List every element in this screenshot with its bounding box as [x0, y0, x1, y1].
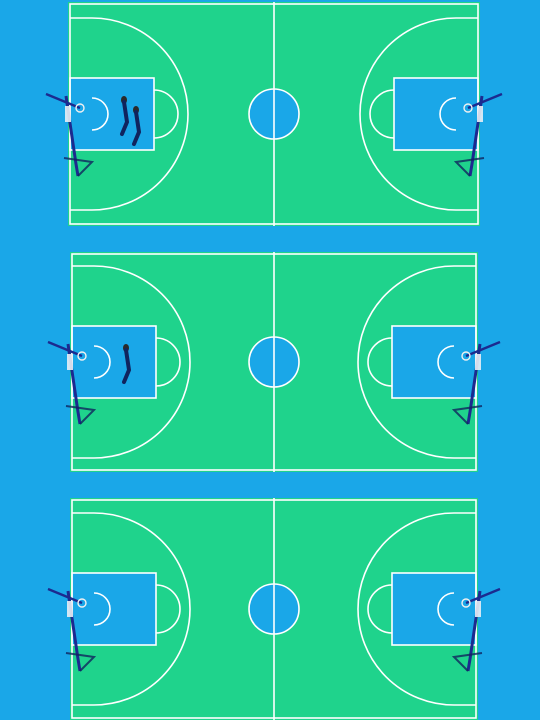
- key-right: [393, 77, 479, 151]
- backboard-left: [67, 601, 73, 617]
- restricted-arc-left: [93, 592, 111, 626]
- hoop-arm-right: [465, 340, 501, 358]
- hoop-arm-left: [47, 340, 83, 358]
- restricted-arc-right: [439, 97, 457, 131]
- three-point-line-left: [72, 512, 191, 706]
- free-throw-arc-right: [367, 584, 393, 634]
- court-top: [45, 2, 503, 226]
- person-shadow: [122, 348, 132, 384]
- free-throw-arc-right: [367, 337, 393, 387]
- restricted-arc-right: [437, 345, 455, 379]
- backboard-left: [67, 354, 73, 370]
- hoop-shadow-left: [65, 652, 97, 672]
- key-right: [391, 325, 477, 399]
- free-throw-arc-left: [155, 337, 181, 387]
- restricted-arc-right: [437, 592, 455, 626]
- person-shadow: [120, 100, 130, 136]
- hoop-shadow-right: [453, 157, 485, 177]
- hoop-shadow-left: [65, 405, 97, 425]
- key-left: [71, 325, 157, 399]
- restricted-arc-left: [91, 97, 109, 131]
- key-left: [69, 77, 155, 151]
- key-left: [71, 572, 157, 646]
- three-point-line-right: [357, 512, 476, 706]
- hoop-shadow-right: [451, 405, 483, 425]
- hoop-rim-right: [461, 598, 471, 608]
- hoop-arm-left: [47, 587, 83, 605]
- hoop-shadow-left: [63, 157, 95, 177]
- three-point-line-left: [72, 265, 191, 459]
- hoop-arm-right: [465, 587, 501, 605]
- three-point-line-right: [359, 17, 478, 211]
- court-bottom: [47, 498, 501, 720]
- court-middle: [47, 252, 501, 472]
- free-throw-arc-left: [155, 584, 181, 634]
- hoop-arm-right: [467, 92, 503, 110]
- three-point-line-right: [357, 265, 476, 459]
- backboard-left: [65, 106, 71, 122]
- hoop-rim-left: [77, 598, 87, 608]
- backboard-right: [477, 106, 483, 122]
- three-point-line-left: [70, 17, 189, 211]
- backboard-right: [475, 354, 481, 370]
- hoop-rim-right: [461, 351, 471, 361]
- key-right: [391, 572, 477, 646]
- free-throw-arc-left: [153, 89, 179, 139]
- hoop-rim-left: [75, 103, 85, 113]
- hoop-arm-left: [45, 92, 81, 110]
- hoop-rim-right: [463, 103, 473, 113]
- backboard-right: [475, 601, 481, 617]
- hoop-rim-left: [77, 351, 87, 361]
- hoop-shadow-right: [451, 652, 483, 672]
- free-throw-arc-right: [369, 89, 395, 139]
- person-shadow: [132, 110, 142, 146]
- restricted-arc-left: [93, 345, 111, 379]
